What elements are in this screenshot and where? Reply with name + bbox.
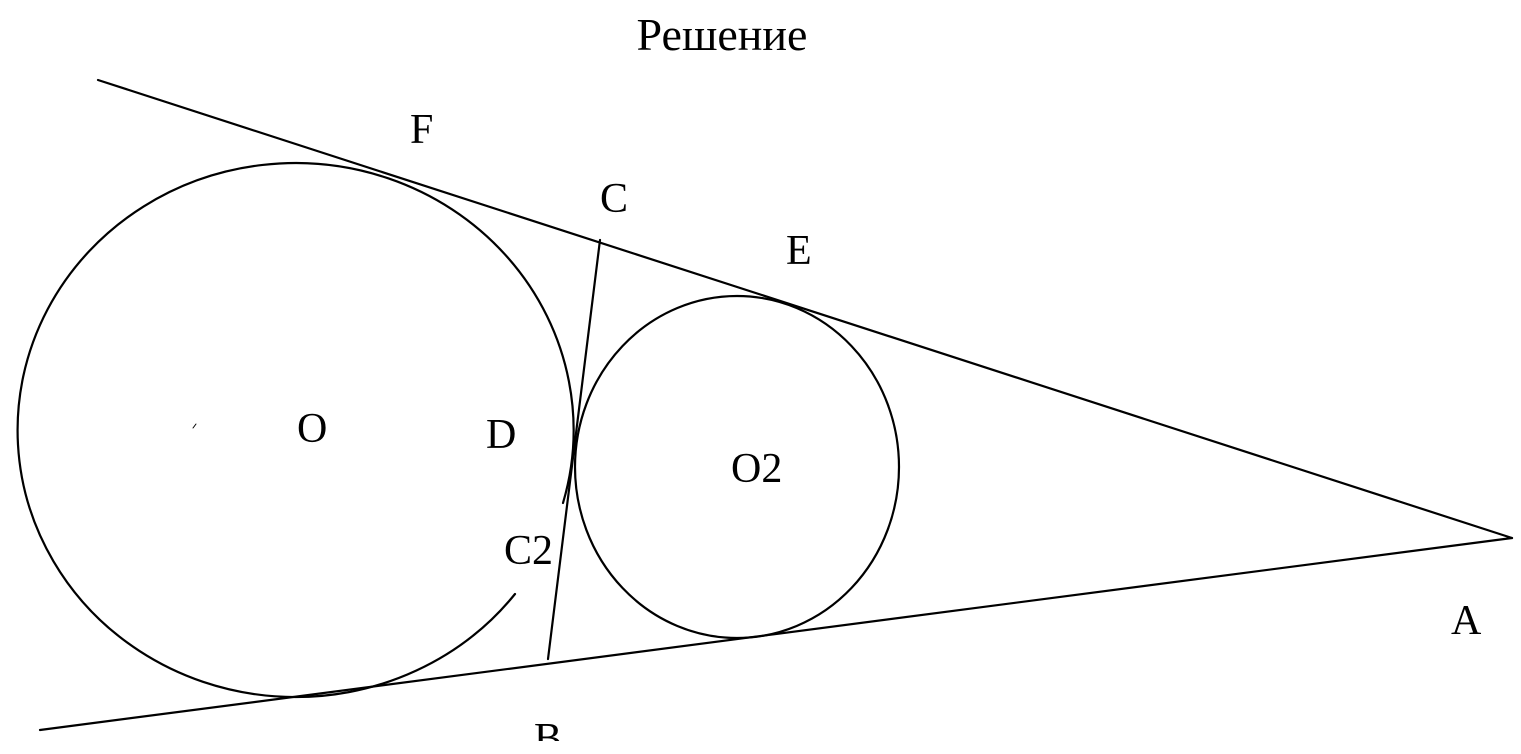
label-a: A bbox=[1451, 598, 1482, 644]
label-b: B bbox=[534, 716, 562, 754]
label-d: D bbox=[486, 412, 516, 458]
label-o: O bbox=[297, 406, 327, 452]
diagram-title: Решение bbox=[637, 9, 808, 60]
center-mark bbox=[192, 423, 197, 429]
circle-o bbox=[16, 161, 575, 699]
label-f: F bbox=[410, 107, 433, 153]
label-e: E bbox=[786, 228, 812, 274]
label-c: C bbox=[600, 176, 628, 222]
circle-o2 bbox=[573, 294, 901, 640]
label-c2: C2 bbox=[504, 528, 553, 574]
label-o2: O2 bbox=[731, 446, 782, 492]
upper-tangent-line bbox=[96, 78, 1514, 540]
